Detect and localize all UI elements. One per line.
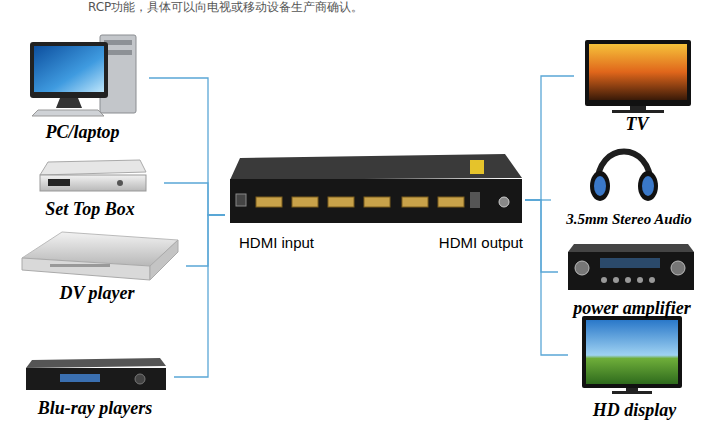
source-device: Blu-ray players [16, 352, 174, 418]
headphones-figure [590, 152, 658, 202]
pc-figure-part [30, 42, 108, 98]
source-device: Set Top Box [16, 155, 164, 219]
set-top-box-figure-part [48, 179, 70, 186]
set-top-box-figure-part [40, 175, 146, 191]
hdmi-matrix-figure [230, 154, 522, 223]
output-device: TV [574, 36, 700, 134]
amplifier-figure [568, 244, 694, 290]
device-label: HD display [568, 400, 701, 420]
pc-figure-part [34, 46, 104, 92]
amplifier-figure-part [568, 252, 694, 290]
source-device: DV player [8, 225, 186, 303]
headphones-figure-part [590, 171, 610, 201]
amplifier-figure-part [601, 277, 607, 283]
blu-ray-figure-part [60, 374, 100, 382]
tv-figure-part [585, 40, 691, 106]
device-label: PC/laptop [16, 122, 149, 142]
device-label: power amplifier [558, 298, 706, 318]
output-device: HD display [568, 312, 701, 420]
hdmi-matrix-figure-part [256, 197, 282, 207]
device-label: 3.5mm Stereo Audio [551, 210, 707, 228]
hdmi-matrix-figure-part [292, 197, 318, 207]
hdmi-matrix-figure-part [230, 154, 522, 180]
hd-display-figure-part [612, 391, 652, 394]
headphones-figure-part [638, 171, 658, 201]
amplifier-figure-part [649, 277, 655, 283]
hd-display-figure-part [586, 320, 678, 384]
hdmi-matrix-figure-part [364, 197, 390, 207]
source-device: PC/laptop [16, 30, 149, 142]
hdmi-matrix-figure-part [470, 160, 484, 174]
hdmi-matrix-figure-part [230, 179, 522, 223]
connector-line [164, 183, 225, 215]
pc-figure-part [32, 110, 104, 116]
hdmi-matrix-figure-part [402, 197, 428, 207]
port-label: HDMI input [237, 234, 316, 252]
hd-display-figure-part [582, 316, 682, 388]
device-label: Set Top Box [16, 199, 164, 219]
set-top-box-figure-part [40, 160, 146, 175]
hdmi-matrix-figure-part [470, 192, 480, 208]
device-label: DV player [8, 283, 186, 303]
pc-figure-part [104, 50, 132, 55]
blu-ray-figure [26, 358, 166, 390]
amplifier-figure-part [671, 261, 685, 275]
pc-figure-part [104, 40, 132, 45]
pc-figure-part [56, 98, 82, 108]
set-top-box-figure [40, 160, 146, 191]
amplifier-figure-part [613, 277, 619, 283]
blu-ray-figure-part [26, 358, 166, 368]
dv-player-figure-part [50, 264, 110, 267]
amplifier-figure-part [600, 258, 660, 268]
connector-line [525, 200, 568, 355]
dv-player-figure-part [22, 258, 150, 280]
tv-figure-part [612, 110, 664, 113]
amplifier-figure-part [625, 277, 631, 283]
output-device: 3.5mm Stereo Audio [551, 136, 707, 228]
hdmi-matrix-figure-part [499, 197, 509, 207]
amplifier-figure-part [568, 244, 694, 252]
headphones-figure-part [642, 176, 654, 196]
blu-ray-figure-part [26, 368, 166, 390]
amplifier-figure-part [637, 277, 643, 283]
connector-line [525, 76, 574, 200]
headphones-figure-part [594, 176, 606, 196]
connector-line [186, 215, 225, 266]
hdmi-matrix: HDMI input HDMI output [225, 150, 525, 254]
output-device: power amplifier [558, 240, 706, 318]
pc-figure [30, 35, 136, 116]
tv-figure-part [630, 106, 646, 110]
device-label: Blu-ray players [16, 398, 174, 418]
dv-player-figure-part [150, 240, 178, 280]
hd-display-figure [582, 316, 682, 394]
hdmi-matrix-figure-part [236, 194, 246, 206]
set-top-box-figure-part [117, 180, 123, 186]
connector-line [149, 78, 225, 215]
blu-ray-figure-part [135, 374, 145, 384]
connector-line [174, 215, 225, 377]
hdmi-matrix-figure-part [438, 197, 464, 207]
dv-player-figure [22, 232, 178, 280]
device-label: TV [574, 114, 700, 134]
note-text: RCP功能，具体可以向电视或移动设备生产商确认。 [88, 0, 363, 15]
hdmi-matrix-figure-part [328, 197, 354, 207]
amplifier-figure-part [575, 261, 589, 275]
tv-figure [585, 40, 691, 113]
port-label: HDMI output [437, 234, 525, 252]
tv-figure-part [589, 44, 687, 100]
